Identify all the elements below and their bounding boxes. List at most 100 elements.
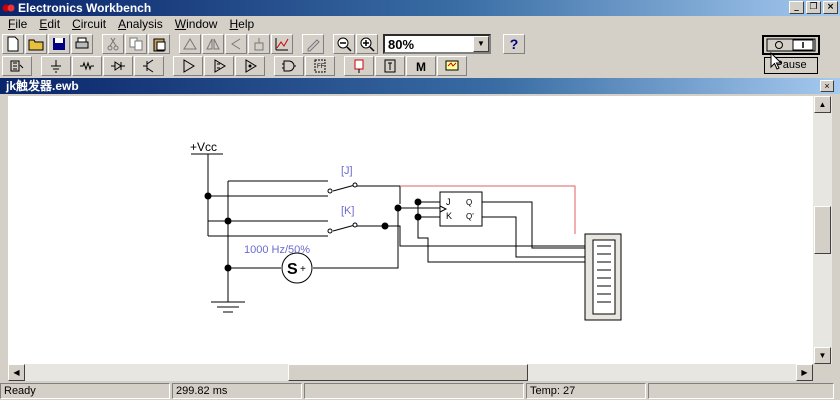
scroll-left-icon[interactable]: ◀ <box>8 364 25 381</box>
ff-k-pin-label: K <box>446 211 452 221</box>
wire-ff-q <box>482 201 585 249</box>
copy-icon <box>129 37 143 51</box>
minimize-button[interactable]: _ <box>789 1 804 14</box>
scroll-up-icon[interactable]: ▲ <box>814 96 831 113</box>
transistors-bin-button[interactable] <box>134 56 164 76</box>
copy-button[interactable] <box>125 34 147 54</box>
subcircuit-icon <box>254 38 264 51</box>
vertical-scrollbar[interactable]: ▲ ▼ <box>813 96 832 364</box>
instruments-bin-button[interactable] <box>437 56 467 76</box>
close-button[interactable]: × <box>823 1 838 14</box>
subcircuit-button[interactable] <box>248 34 270 54</box>
print-button[interactable] <box>71 34 93 54</box>
new-button[interactable] <box>2 34 24 54</box>
jk-flip-flop-body <box>439 191 483 227</box>
analog-ics-bin-button[interactable] <box>173 56 203 76</box>
printer-icon <box>75 37 89 49</box>
menu-help[interactable]: Help <box>229 17 255 31</box>
basic-bin-button[interactable] <box>72 56 102 76</box>
scroll-right-icon[interactable]: ▶ <box>796 364 813 381</box>
misc-m-icon: M <box>416 60 426 74</box>
flip-vertical-button[interactable] <box>225 34 247 54</box>
sources-bin-button[interactable] <box>41 56 71 76</box>
main-toolbar: 80% ▼ ? <box>0 33 760 55</box>
svg-text:M: M <box>416 60 426 74</box>
digital-bin-button[interactable]: FF <box>305 56 335 76</box>
diodes-bin-button[interactable] <box>103 56 133 76</box>
switch-j-label: [J] <box>341 165 353 177</box>
pencil-icon <box>307 39 320 52</box>
graph-button[interactable] <box>271 34 293 54</box>
ground-source-icon <box>51 60 61 73</box>
scroll-down-icon[interactable]: ▼ <box>814 347 831 364</box>
help-button[interactable]: ? <box>503 34 525 54</box>
menu-file[interactable]: File <box>8 17 28 31</box>
statusbar: Ready 299.82 ms Temp: 27 <box>0 383 840 400</box>
switch-contacts <box>327 182 358 234</box>
menu-analysis[interactable]: Analysis <box>118 17 163 31</box>
resistor-icon <box>80 61 94 71</box>
zoom-out-button[interactable] <box>333 34 355 54</box>
clock-source-icon: S <box>287 261 298 278</box>
parts-bin-toolbar: FF M <box>0 55 760 77</box>
chevron-down-icon[interactable]: ▼ <box>473 36 489 52</box>
new-file-icon <box>7 36 19 52</box>
component-properties-button[interactable] <box>302 34 324 54</box>
ff-clock-triangle-icon <box>439 205 448 213</box>
power-switch[interactable] <box>762 35 820 55</box>
clock-frequency-label: 1000 Hz/50% <box>244 244 310 256</box>
miscellaneous-bin-button[interactable]: M <box>406 56 436 76</box>
ff-q-pin-label: Q <box>466 198 472 207</box>
graph-icon <box>275 38 289 51</box>
junction-dots <box>204 192 422 272</box>
open-button[interactable] <box>25 34 47 54</box>
document-close-button[interactable]: × <box>820 80 834 92</box>
document-titlebar: jk触发器.ewb <box>0 78 840 94</box>
save-button[interactable] <box>48 34 70 54</box>
document-title: jk触发器.ewb <box>6 79 79 93</box>
status-extra-pane <box>648 383 834 399</box>
paste-button[interactable] <box>148 34 170 54</box>
flip-horizontal-button[interactable] <box>202 34 224 54</box>
controls-bin-button[interactable] <box>375 56 405 76</box>
instrument-icon <box>445 60 459 71</box>
logic-gates-bin-button[interactable] <box>274 56 304 76</box>
circuit-canvas[interactable]: +Vcc [J] [K] 1000 Hz/50% S + J K Q Q' <box>8 96 813 364</box>
zoom-in-button[interactable] <box>356 34 378 54</box>
wire-j-probe <box>385 225 585 247</box>
ff-qn-pin-label: Q' <box>466 212 474 221</box>
favorites-bin-button[interactable] <box>2 56 32 76</box>
digital-ics-bin-button[interactable] <box>235 56 265 76</box>
horizontal-scroll-thumb[interactable] <box>288 364 528 381</box>
switch-j-blade <box>332 184 356 192</box>
wire-ff-inputs <box>418 201 440 218</box>
menubar: File Edit Circuit Analysis Window Help <box>0 16 840 33</box>
horizontal-scrollbar[interactable]: ◀ ▶ <box>8 364 813 381</box>
digital-ic-icon <box>245 59 257 73</box>
opamp-icon <box>183 59 195 73</box>
favorites-bin-icon <box>10 60 24 72</box>
menu-window[interactable]: Window <box>174 17 218 31</box>
menu-edit[interactable]: Edit <box>39 17 61 31</box>
maximize-button[interactable]: ❐ <box>806 1 821 14</box>
transistor-icon <box>143 59 154 73</box>
mixed-ics-bin-button[interactable] <box>204 56 234 76</box>
rotate-button[interactable] <box>179 34 201 54</box>
indicators-bin-button[interactable] <box>344 56 374 76</box>
zoom-select[interactable]: 80% ▼ <box>383 34 491 54</box>
control-icon <box>384 59 396 73</box>
status-empty-pane <box>304 383 524 399</box>
svg-text:FF: FF <box>317 64 325 70</box>
rotate-icon <box>183 38 197 50</box>
cut-button[interactable] <box>102 34 124 54</box>
open-folder-icon <box>28 39 44 51</box>
status-state: Ready <box>0 383 170 399</box>
paste-clipboard-icon <box>153 38 166 52</box>
wire-clock-right <box>313 208 399 269</box>
clock-source-body <box>281 252 313 284</box>
save-disk-icon <box>53 38 65 50</box>
vcc-label: +Vcc <box>190 140 217 154</box>
menu-circuit[interactable]: Circuit <box>72 17 107 31</box>
vertical-scroll-thumb[interactable] <box>814 206 831 254</box>
zoom-in-icon <box>360 37 375 52</box>
